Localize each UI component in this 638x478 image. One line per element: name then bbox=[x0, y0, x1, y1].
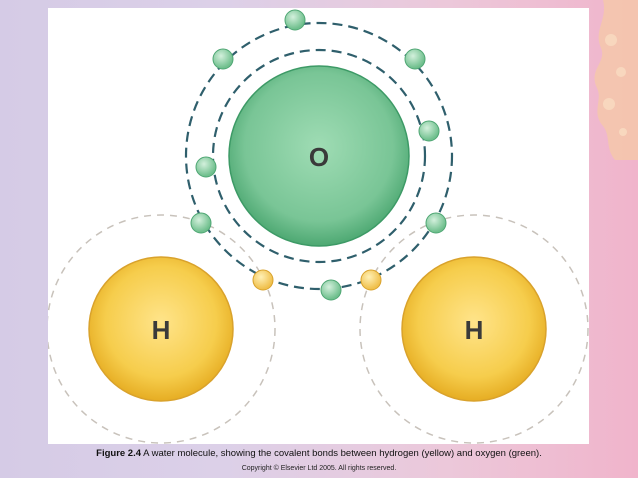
caption-text: A water molecule, showing the covalent b… bbox=[141, 448, 542, 459]
electron-oxygen bbox=[190, 212, 212, 234]
electron-hydrogen-left bbox=[252, 269, 274, 291]
oxygen-inner-orbit bbox=[211, 48, 427, 264]
water-molecule-diagram: O H H bbox=[48, 9, 589, 444]
electron-oxygen bbox=[404, 48, 426, 70]
hydrogen-left-symbol: H bbox=[152, 315, 171, 345]
oxygen-atom bbox=[228, 65, 410, 247]
electron-oxygen bbox=[418, 120, 440, 142]
electron-hydrogen-right bbox=[360, 269, 382, 291]
electron-oxygen bbox=[195, 156, 217, 178]
hydrogen-left-shell bbox=[48, 214, 276, 444]
copyright-notice: Copyright © Elsevier Ltd 2005. All right… bbox=[241, 465, 397, 472]
hydrogen-right-symbol: H bbox=[465, 315, 484, 345]
electron-oxygen bbox=[425, 212, 447, 234]
figure-label: Figure 2.4 bbox=[96, 448, 142, 459]
figure-panel: O H H bbox=[48, 8, 589, 444]
oxygen-symbol: O bbox=[309, 142, 329, 172]
electron-oxygen bbox=[284, 9, 306, 31]
electron-oxygen bbox=[320, 279, 342, 301]
electron-oxygen bbox=[212, 48, 234, 70]
hydrogen-right-shell bbox=[359, 214, 589, 444]
hydrogen-right-atom bbox=[401, 256, 547, 402]
oxygen-outer-orbit bbox=[184, 21, 454, 291]
decorative-flourish bbox=[594, 0, 638, 160]
figure-caption: Figure 2.4 A water molecule, showing the… bbox=[0, 448, 638, 459]
hydrogen-left-atom bbox=[88, 256, 234, 402]
